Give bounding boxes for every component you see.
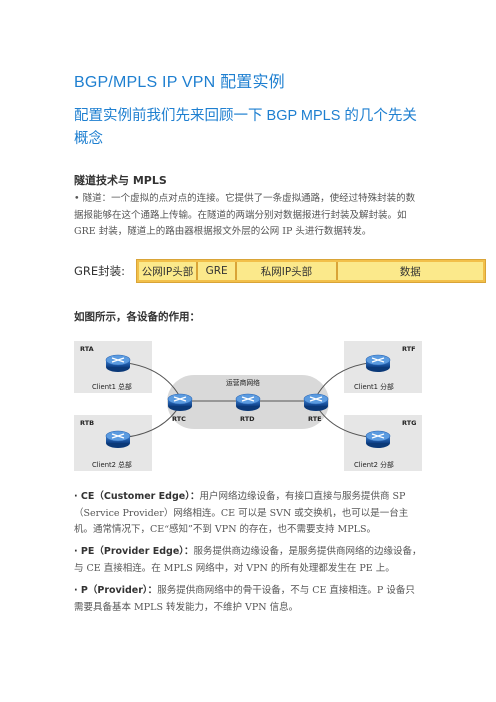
ce-paragraph: · CE（Customer Edge）：用户网络边缘设备，有接口直接与服务提供商… bbox=[74, 489, 424, 539]
network-diagram: RTA RTB RTC RTD RTE RTF RTG 运营商网络 Client… bbox=[72, 335, 424, 475]
ce-term: · CE（Customer Edge）： bbox=[74, 491, 200, 502]
router-icon-rtc bbox=[167, 393, 193, 412]
ce-text: 用户网络边缘设备，有接口直接与服务提供商 SP（Service Provider… bbox=[74, 491, 409, 535]
router-icon-rtg bbox=[365, 430, 391, 449]
gre-cell-public-ip-header: 公网IP头部 bbox=[139, 262, 198, 280]
tunnel-paragraph: • 隧道：一个虚拟的点对点的连接。它提供了一条虚拟通路，使经过特殊封装的数据报能… bbox=[74, 193, 416, 237]
gre-cell-gre: GRE bbox=[197, 262, 238, 280]
label-client1-hq: Client1 总部 bbox=[92, 382, 132, 391]
p-paragraph: · P（Provider）：服务提供商网络中的骨干设备，不与 CE 直接相连。P… bbox=[74, 583, 424, 616]
label-rta: RTA bbox=[80, 345, 94, 353]
p-term: · P（Provider）： bbox=[74, 585, 158, 596]
router-icon-rta bbox=[105, 354, 131, 373]
label-rte: RTE bbox=[308, 415, 322, 423]
router-icon-rte bbox=[303, 393, 329, 412]
page-title: BGP/MPLS IP VPN 配置实例 bbox=[74, 74, 285, 91]
pe-term: · PE（Provider Edge）： bbox=[74, 546, 194, 557]
page-subtitle: 配置实例前我们先来回顾一下 BGP MPLS 的几个先关概念 bbox=[74, 108, 417, 147]
router-icon-rtf bbox=[365, 354, 391, 373]
gre-label: GRE封装: bbox=[74, 264, 126, 278]
label-rtf: RTF bbox=[402, 345, 416, 353]
figure-heading: 如图所示，各设备的作用： bbox=[74, 311, 200, 323]
pe-paragraph: · PE（Provider Edge）：服务提供商边缘设备，是服务提供商网络的边… bbox=[74, 544, 424, 577]
label-client2-branch: Client2 分部 bbox=[354, 460, 394, 469]
router-icon-rtd bbox=[235, 393, 261, 412]
label-rtg: RTG bbox=[402, 419, 416, 427]
label-rtc: RTC bbox=[172, 415, 186, 423]
gre-cell-data: 数据 bbox=[337, 262, 483, 280]
label-client1-branch: Client1 分部 bbox=[354, 382, 394, 391]
p-text: 服务提供商网络中的骨干设备，不与 CE 直接相连。P 设备只需要具备基本 MPL… bbox=[74, 585, 415, 613]
gre-packet: 公网IP头部 GRE 私网IP头部 数据 bbox=[136, 259, 486, 283]
gre-encapsulation-figure: GRE封装: 公网IP头部 GRE 私网IP头部 数据 bbox=[74, 258, 486, 284]
section-heading-tunnel: 隧道技术与 MPLS bbox=[74, 174, 167, 187]
label-rtd: RTD bbox=[240, 415, 255, 423]
gre-cell-private-ip-header: 私网IP头部 bbox=[237, 262, 338, 280]
router-icon-rtb bbox=[105, 430, 131, 449]
pe-text: 服务提供商边缘设备，是服务提供商网络的边缘设备，与 CE 直接相连。在 MPLS… bbox=[74, 546, 422, 574]
label-rtb: RTB bbox=[80, 419, 94, 427]
label-provider-network: 运营商网络 bbox=[226, 378, 260, 387]
label-client2-hq: Client2 总部 bbox=[92, 460, 132, 469]
